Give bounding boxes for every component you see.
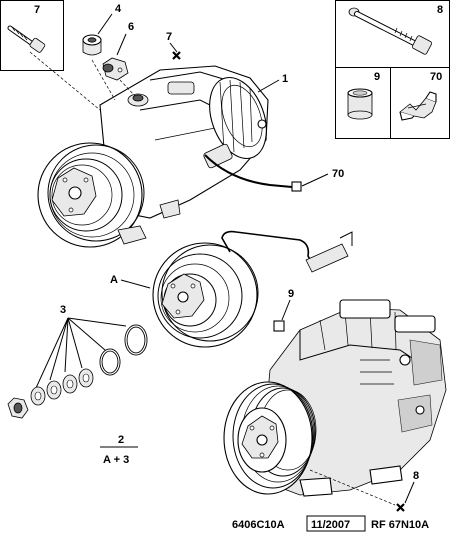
connector-70-icon[interactable]	[291, 181, 302, 192]
callout-7: 7	[166, 31, 172, 43]
cross-marker-icon	[172, 51, 181, 60]
footer-date: 11/2007	[311, 519, 350, 531]
bracket-6-icon[interactable]	[102, 57, 129, 81]
callout-9-box: 9	[374, 71, 380, 83]
part-box-8[interactable]: 8	[335, 0, 450, 68]
compressor-complete[interactable]	[223, 299, 447, 497]
grommet-4-icon[interactable]	[82, 34, 102, 56]
bolt-7-icon	[7, 25, 46, 53]
cross-marker-icon	[396, 503, 405, 512]
callout-8-box: 8	[437, 4, 443, 16]
part-box-7[interactable]: 7	[0, 0, 64, 71]
compressor-main[interactable]	[37, 65, 277, 248]
clutch-assembly-a[interactable]	[152, 230, 353, 348]
callout-6: 6	[128, 21, 134, 33]
callout-a: A	[110, 274, 118, 286]
snap-ring-large-icon[interactable]	[124, 324, 148, 356]
callout-4: 4	[115, 3, 122, 15]
callout-1: 1	[282, 73, 288, 85]
callout-9: 9	[288, 288, 294, 300]
assembly-formula: 2 A + 3	[100, 434, 138, 466]
callout-7-box: 7	[34, 4, 40, 16]
footer-reference: 6406C10A 11/2007 RF 67N10A	[232, 515, 429, 532]
callout-70-box: 70	[430, 71, 442, 83]
nut-icon[interactable]	[7, 397, 29, 419]
snap-ring-small-icon[interactable]	[99, 348, 121, 376]
sleeve-9-small-icon[interactable]	[273, 320, 285, 332]
clip-70-icon	[399, 91, 437, 121]
callout-2: 2	[118, 434, 124, 446]
sleeve-9-icon	[347, 88, 373, 120]
shim-washers-icon[interactable]	[30, 368, 94, 406]
callout-a-plus-3: A + 3	[103, 454, 129, 466]
callout-8: 8	[413, 470, 419, 482]
part-box-70[interactable]: 70	[390, 67, 450, 139]
callout-3: 3	[60, 304, 66, 316]
footer-ref-right: RF 67N10A	[371, 519, 429, 531]
part-box-9[interactable]: 9	[335, 67, 391, 139]
bolt-8-icon	[348, 7, 433, 55]
callout-70: 70	[332, 168, 344, 180]
footer-ref-left: 6406C10A	[232, 519, 285, 531]
